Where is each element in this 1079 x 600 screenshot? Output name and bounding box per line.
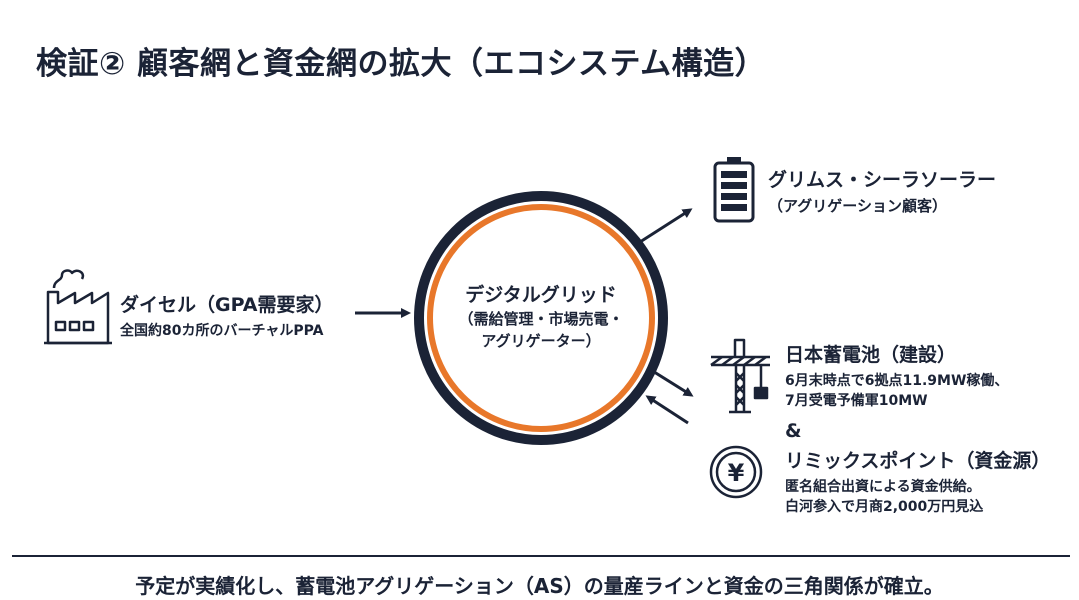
bottom-right-node-2: リミックスポイント（資金源） 匿名組合出資による資金供給。 白河参入で月商2,0…	[785, 446, 1050, 517]
center-ring	[414, 191, 668, 445]
bottom-right-node-2-name: リミックスポイント（資金源）	[785, 450, 1051, 472]
footer-divider	[12, 555, 1070, 557]
yen-coin-icon: ¥	[709, 445, 763, 499]
center-node: デジタルグリッド （需給管理・市場売電・ アグリゲーター）	[431, 282, 651, 352]
ampersand: &	[785, 420, 802, 442]
arrow-bottom-right-to-center	[645, 395, 689, 425]
left-node: ダイセル（GPA需要家） 全国約80カ所のバーチャルPPA	[120, 290, 333, 341]
top-right-node: グリムス・シーラソーラー （アグリゲーション顧客）	[768, 165, 996, 216]
center-node-role-line1: （需給管理・市場売電・	[458, 310, 624, 328]
bottom-right-node-1-detail-1: 6月末時点で6拠点11.9MW稼働、	[785, 373, 1009, 389]
top-right-node-name: グリムス・シーラソーラー	[768, 169, 997, 191]
bottom-right-node-2-detail-1: 匿名組合出資による資金供給。	[785, 479, 981, 495]
center-node-role-line2: アグリゲーター）	[481, 332, 601, 350]
bottom-right-node-1-detail-2: 7月受電予備軍10MW	[785, 393, 928, 409]
arrow-center-to-bottom-right	[650, 368, 694, 397]
footer-conclusion: 予定が実績化し、蓄電池アグリゲーション（AS）の量産ラインと資金の三角関係が確立…	[135, 574, 944, 598]
crane-icon	[710, 338, 770, 414]
top-right-node-detail: （アグリゲーション顧客）	[768, 197, 947, 215]
arrow-center-to-top-right	[639, 208, 693, 244]
svg-text:¥: ¥	[728, 459, 745, 487]
battery-icon	[713, 157, 755, 223]
bottom-right-node-1: 日本蓄電池（建設） 6月末時点で6拠点11.9MW稼働、 7月受電予備軍10MW	[785, 340, 1008, 411]
bottom-right-node-2-detail-2: 白河参入で月商2,000万円見込	[785, 499, 984, 515]
left-node-name: ダイセル（GPA需要家）	[120, 294, 334, 316]
factory-icon	[44, 269, 112, 345]
center-node-name: デジタルグリッド	[465, 284, 617, 306]
bottom-right-node-1-name: 日本蓄電池（建設）	[785, 344, 957, 366]
left-node-detail: 全国約80カ所のバーチャルPPA	[120, 323, 324, 339]
page-title: 検証② 顧客網と資金網の拡大（エコシステム構造）	[36, 46, 767, 82]
